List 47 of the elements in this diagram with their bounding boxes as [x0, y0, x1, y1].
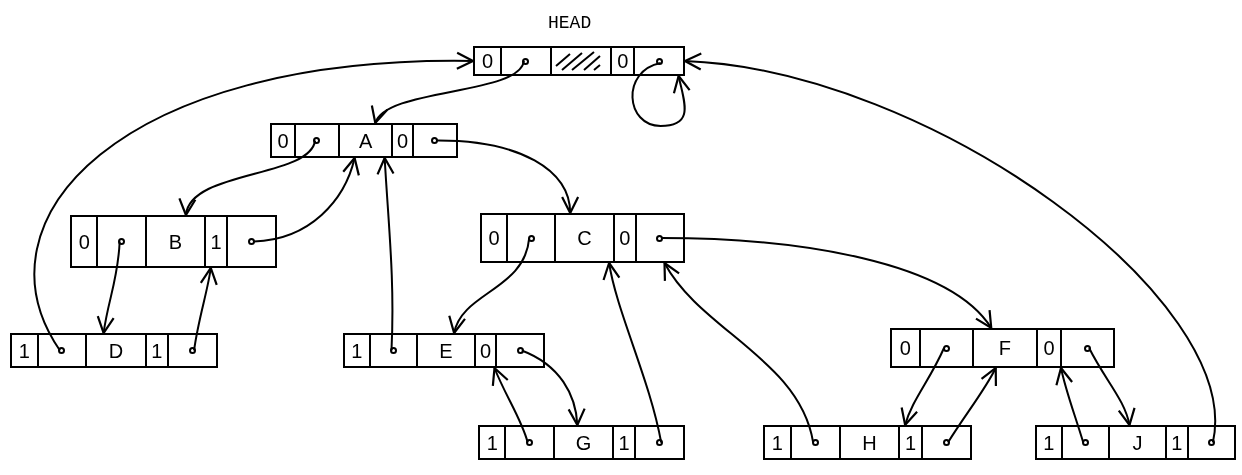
tag-bit: 1: [351, 340, 363, 361]
tag-bit: 0: [78, 231, 90, 252]
arrow: [252, 156, 360, 243]
arrow: [631, 62, 691, 127]
record-box: [70, 215, 277, 268]
arrow: [901, 347, 945, 427]
tag-bit: 0: [479, 340, 492, 361]
tag-bit: 1: [1171, 432, 1183, 453]
arrow: [435, 139, 578, 215]
tag-bit: 0: [619, 228, 631, 248]
record-box: [473, 46, 685, 76]
tag-bit: 1: [210, 231, 222, 252]
node-letter: E: [439, 340, 453, 361]
record-box: [480, 213, 685, 263]
node-letter: B: [168, 231, 183, 252]
head-label: HEAD: [548, 14, 592, 32]
tag-bit: 1: [18, 340, 30, 361]
tag-bit: 0: [277, 130, 289, 151]
tag-bit: 1: [486, 432, 498, 453]
tag-bit: 0: [488, 228, 500, 248]
node-letter: C: [577, 228, 592, 248]
arrow: [33, 52, 475, 352]
node-letter: H: [862, 432, 877, 453]
node-letter: G: [575, 432, 592, 453]
node-letter: F: [998, 338, 1011, 358]
record-box: [343, 333, 545, 368]
tag-bit: 1: [618, 432, 630, 453]
record-box: [478, 425, 685, 460]
arrow: [1088, 347, 1135, 427]
tag-bit: 0: [899, 338, 911, 358]
node-letter: D: [108, 340, 124, 361]
tag-bit: 0: [617, 51, 629, 71]
record-box: [1035, 425, 1236, 460]
tag-bit: 1: [904, 432, 917, 453]
node-letter: A: [359, 130, 373, 151]
tag-bit: 0: [1043, 338, 1055, 358]
tag-bit: 1: [771, 432, 783, 453]
node-letter: J: [1132, 432, 1143, 453]
arrow: [660, 237, 993, 330]
record-box: [763, 425, 972, 460]
tag-bit: 1: [1043, 432, 1055, 453]
tag-bit: 1: [151, 340, 163, 361]
record-box: [890, 328, 1115, 368]
tag-bit: 0: [481, 51, 494, 71]
tag-bit: 0: [396, 130, 409, 151]
record-box: [10, 333, 218, 368]
record-box: [270, 123, 458, 158]
